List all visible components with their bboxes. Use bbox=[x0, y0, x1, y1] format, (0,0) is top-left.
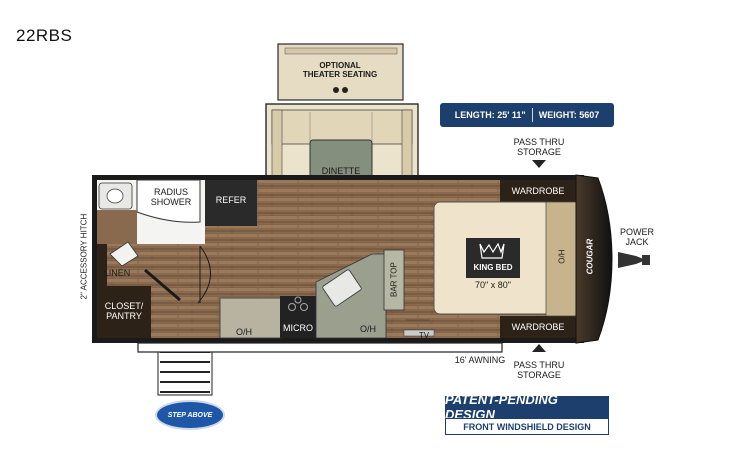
bedroom bbox=[433, 180, 577, 338]
optional-theater-seating bbox=[277, 43, 404, 101]
bar-top-label: BAR TOP bbox=[389, 262, 399, 298]
front-cap-brand: COUGAR bbox=[585, 238, 595, 275]
tv-label: TV bbox=[418, 331, 430, 340]
wardrobe-bottom-label: WARDROBE bbox=[511, 322, 565, 332]
refrigerator bbox=[205, 180, 257, 226]
linen-area bbox=[109, 241, 211, 304]
dinette-label: DINETTE bbox=[321, 166, 361, 176]
pass-thru-arrow-top bbox=[532, 160, 546, 168]
front-windshield-text: FRONT WINDSHIELD DESIGN bbox=[445, 418, 609, 435]
linen-label: LINEN bbox=[103, 268, 131, 278]
patent-pending-text: PATENT-PENDING DESIGN bbox=[445, 392, 609, 422]
step-above-logo: STEP ABOVE bbox=[155, 400, 225, 430]
pass-thru-bottom-label: PASS THRU STORAGE bbox=[513, 360, 565, 381]
length-spec: LENGTH: 25' 11" bbox=[454, 110, 526, 120]
optional-theater-seating-label: OPTIONAL THEATER SEATING bbox=[302, 61, 378, 80]
weight-spec: WEIGHT: 5607 bbox=[538, 110, 600, 120]
bed-size-label: 70" x 80" bbox=[475, 280, 511, 290]
awning bbox=[137, 342, 503, 353]
specs-divider bbox=[531, 108, 533, 122]
h-o-label: H/O bbox=[556, 249, 566, 264]
closet-pantry-label: CLOSET/ PANTRY bbox=[104, 301, 144, 322]
pass-thru-top-label: PASS THRU STORAGE bbox=[513, 137, 565, 158]
power-jack-label: POWER JACK bbox=[619, 227, 654, 248]
closet-pantry bbox=[97, 286, 151, 338]
pass-thru-arrow-bottom bbox=[532, 344, 546, 352]
king-bed-label: KING BED bbox=[473, 263, 513, 272]
oh-left-label: O/H bbox=[235, 327, 252, 337]
refer-label: REFER bbox=[215, 195, 247, 205]
patent-badge: PATENT-PENDING DESIGN FRONT WINDSHIELD D… bbox=[445, 392, 609, 436]
bathroom bbox=[97, 179, 205, 286]
awning-label: 16' AWNING bbox=[454, 355, 506, 365]
oh-right-label: O/H bbox=[359, 324, 376, 334]
accessory-hitch-label: 2" ACCESSORY HITCH bbox=[79, 213, 89, 300]
slide-out bbox=[265, 103, 419, 189]
specs-badge: LENGTH: 25' 11" WEIGHT: 5607 bbox=[440, 103, 614, 127]
micro-label: MICRO bbox=[283, 323, 313, 333]
step-above-text: STEP ABOVE bbox=[167, 411, 213, 419]
model-name: 22RBS bbox=[16, 26, 73, 45]
wardrobe-top-label: WARDROBE bbox=[511, 186, 565, 196]
radius-shower-label: RADIUS SHOWER bbox=[150, 187, 192, 208]
kitchen bbox=[219, 249, 435, 339]
front-cap bbox=[575, 174, 650, 344]
